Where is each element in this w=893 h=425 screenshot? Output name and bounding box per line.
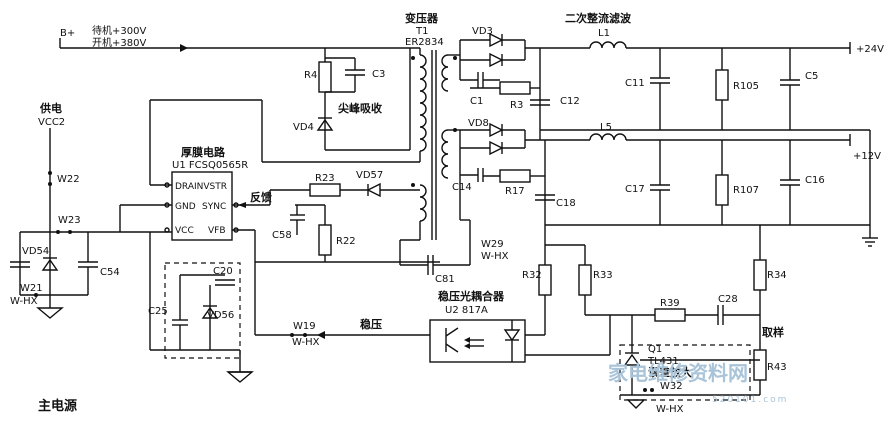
on-voltage: 开机+380V bbox=[92, 36, 146, 49]
b-plus-label: B+ bbox=[60, 28, 75, 39]
output-12v-label: +12V bbox=[853, 151, 881, 162]
ic-u1 bbox=[119, 99, 420, 262]
regulation-arrow bbox=[317, 331, 325, 339]
vd57-label: VD57 bbox=[356, 170, 383, 181]
error-amp-desc: 误差放大 bbox=[648, 365, 692, 379]
r39-label: R39 bbox=[660, 298, 680, 309]
feedback-network bbox=[255, 182, 440, 265]
r17-label: R17 bbox=[505, 186, 525, 197]
c81-label: C81 bbox=[435, 274, 455, 285]
vd54-label: VD54 bbox=[22, 246, 49, 257]
sampling-label: 取样 bbox=[762, 325, 784, 339]
r4-label: R4 bbox=[304, 70, 317, 81]
secondary-12v bbox=[448, 122, 878, 247]
vfb-network bbox=[149, 232, 430, 383]
l1-label: L1 bbox=[598, 28, 610, 39]
optocoupler-part: U2 817A bbox=[445, 305, 488, 316]
r34-label: R34 bbox=[767, 270, 787, 281]
c16-label: C16 bbox=[805, 175, 825, 186]
w29-label: W29 bbox=[481, 239, 504, 250]
tl431-label: TL431 bbox=[647, 356, 679, 367]
watermark-text: 家电维修资料网 bbox=[608, 361, 748, 385]
c28-label: C28 bbox=[718, 294, 738, 305]
regulation-label: 稳压 bbox=[360, 317, 382, 331]
r32-label: R32 bbox=[522, 270, 542, 281]
standby-voltage: 待机+300V bbox=[92, 24, 146, 37]
watermark-url: 520101.com bbox=[712, 395, 788, 405]
transformer-part: ER2834 bbox=[405, 37, 444, 48]
ic-pin-drain: DRAINVSTR bbox=[175, 182, 227, 192]
feedback-arrow bbox=[238, 202, 246, 208]
w29-sub: W-HX bbox=[481, 251, 509, 262]
rail-arrow bbox=[180, 44, 188, 52]
vcc-supply-label: 供电 bbox=[39, 101, 62, 115]
output-24v-label: +24V bbox=[856, 44, 884, 55]
error-amp-network bbox=[525, 225, 767, 409]
feedback-label: 反馈 bbox=[250, 190, 272, 204]
c3-label: C3 bbox=[372, 69, 385, 80]
vd3-label: VD3 bbox=[472, 26, 493, 37]
r23-label: R23 bbox=[315, 173, 335, 184]
transformer-title: 变压器 bbox=[405, 11, 439, 25]
r105-label: R105 bbox=[733, 81, 759, 92]
q1-label: Q1 bbox=[648, 344, 662, 355]
w22-label: W22 bbox=[57, 174, 80, 185]
optocoupler-u2 bbox=[429, 319, 526, 363]
r3-label: R3 bbox=[510, 100, 523, 111]
snubber-network bbox=[316, 48, 411, 151]
ic-part: U1 FCSQ0565R bbox=[172, 160, 248, 171]
w32-label: W32 bbox=[660, 381, 683, 392]
w23-label: W23 bbox=[58, 215, 81, 226]
c25-label: C25 bbox=[148, 306, 168, 317]
w21-label: W21 bbox=[20, 283, 43, 294]
r107-label: R107 bbox=[733, 185, 759, 196]
r33-label: R33 bbox=[593, 270, 613, 281]
l5-label: L5 bbox=[600, 122, 612, 133]
vd8-label: VD8 bbox=[468, 118, 489, 129]
b-plus-rail bbox=[59, 38, 420, 49]
vd56-label: VD56 bbox=[207, 310, 234, 321]
secondary-24v bbox=[448, 32, 870, 140]
ic-pin-vcc: VCC bbox=[175, 226, 194, 236]
c1-label: C1 bbox=[470, 96, 483, 107]
vcc2-label: VCC2 bbox=[38, 117, 65, 128]
figure-title: 主电源 bbox=[38, 398, 77, 414]
c20-label: C20 bbox=[213, 266, 233, 277]
r22-label: R22 bbox=[336, 236, 356, 247]
optocoupler-title: 稳压光耦合器 bbox=[438, 289, 505, 303]
ic-pin-sync: SYNC bbox=[202, 202, 226, 212]
c18-label: C18 bbox=[556, 198, 576, 209]
c5-label: C5 bbox=[805, 71, 818, 82]
transformer-t1 bbox=[419, 48, 449, 240]
c81 bbox=[400, 175, 471, 275]
c11-label: C11 bbox=[625, 78, 645, 89]
snubber-label: 尖峰吸收 bbox=[338, 101, 382, 115]
ic-pin-gnd: GND bbox=[175, 202, 196, 212]
vcc-supply bbox=[10, 128, 172, 319]
secondary-filter-label: 二次整流滤波 bbox=[565, 11, 632, 25]
r43-label: R43 bbox=[767, 362, 787, 373]
ic-pin-vfb: VFB bbox=[208, 226, 226, 236]
w19-sub: W-HX bbox=[292, 337, 320, 348]
c12-label: C12 bbox=[560, 96, 580, 107]
w19-label: W19 bbox=[293, 321, 316, 332]
c54-label: C54 bbox=[100, 267, 120, 278]
vd4-label: VD4 bbox=[293, 122, 314, 133]
ic-title: 厚膜电路 bbox=[181, 145, 226, 159]
w21-sub: W-HX bbox=[10, 296, 38, 307]
w32-sub: W-HX bbox=[656, 404, 684, 415]
c17-label: C17 bbox=[625, 184, 645, 195]
c58-label: C58 bbox=[272, 230, 292, 241]
transformer-ref: T1 bbox=[415, 26, 428, 37]
c14-label: C14 bbox=[452, 182, 472, 193]
